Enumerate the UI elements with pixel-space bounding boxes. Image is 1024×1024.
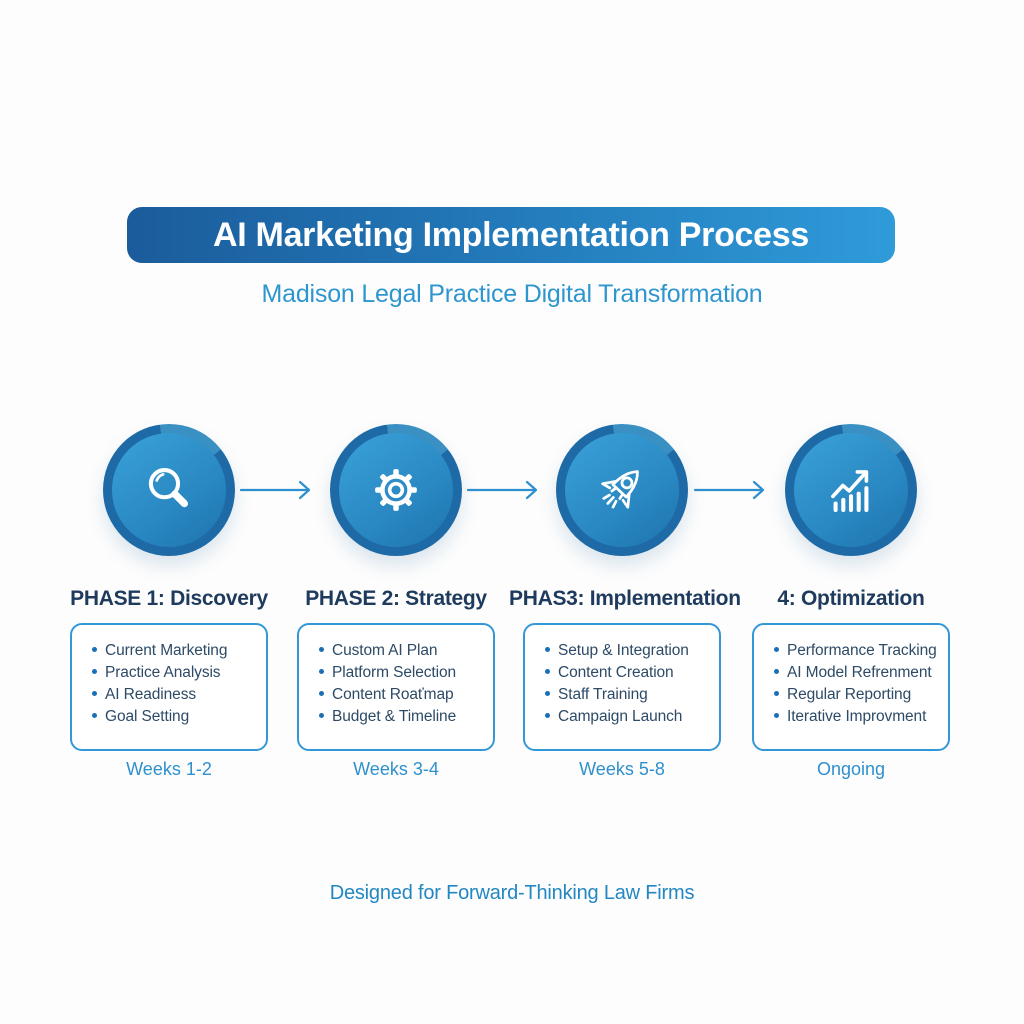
bullet-dot — [545, 713, 550, 718]
bullet-text: AI Readiness — [105, 686, 196, 703]
page-title: AI Marketing Implementation Process — [213, 215, 809, 254]
bullet-dot — [319, 691, 324, 696]
phase4-item-list: Performance Tracking AI Model Refrenment… — [774, 640, 944, 728]
arrow-right-icon — [694, 480, 765, 500]
phase1-item-list: Current Marketing Practice Analysis AI R… — [92, 640, 262, 728]
bullet-text: Goal Setting — [105, 708, 190, 725]
phase1-circle-inner — [112, 433, 226, 547]
magnifier-icon — [148, 468, 189, 508]
list-item: Regular Reporting — [774, 684, 944, 706]
bullet-dot — [545, 647, 550, 652]
phase2-column: PHASE 2: Strategy Custom AI Plan Platfor… — [283, 587, 509, 779]
bullet-dot — [92, 647, 97, 652]
bullet-text: Content Roaťmap — [332, 686, 454, 703]
phase2-circle — [330, 424, 462, 556]
bullet-text: Performance Tracking — [787, 642, 937, 659]
list-item: Staff Training — [545, 684, 715, 706]
phase1-circle — [103, 424, 235, 556]
list-item: Custom AI Plan — [319, 640, 489, 662]
list-item: Practice Analysis — [92, 662, 262, 684]
bullet-dot — [92, 713, 97, 718]
arrow-right-icon — [467, 480, 538, 500]
list-item: Current Marketing — [92, 640, 262, 662]
list-item: Budget & Timeline — [319, 706, 489, 728]
phase2-box: Custom AI Plan Platform Selection Conten… — [297, 623, 495, 751]
bullet-text: Current Marketing — [105, 642, 228, 659]
phase1-column: PHASE 1: Discovery Current Marketing Pra… — [56, 587, 282, 779]
phase3-box: Setup & Integration Content Creation Sta… — [523, 623, 721, 751]
bullet-dot — [774, 691, 779, 696]
phase2-header: PHASE 2: Strategy — [305, 587, 487, 610]
phase4-circle-inner — [794, 433, 908, 547]
bullet-dot — [319, 713, 324, 718]
bullet-dot — [319, 669, 324, 674]
list-item: Platform Selection — [319, 662, 489, 684]
list-item: Content Creation — [545, 662, 715, 684]
bullet-dot — [774, 713, 779, 718]
phase3-duration: Weeks 5-8 — [579, 759, 665, 779]
bullet-dot — [92, 669, 97, 674]
list-item: AI Readiness — [92, 684, 262, 706]
phase2-circle-inner — [339, 433, 453, 547]
phase2-item-list: Custom AI Plan Platform Selection Conten… — [319, 640, 489, 728]
phase4-header: 4: Optimization — [777, 587, 925, 610]
list-item: Setup & Integration — [545, 640, 715, 662]
phase1-duration: Weeks 1-2 — [126, 759, 212, 779]
bullet-text: AI Model Refrenment — [787, 664, 932, 681]
bullet-dot — [92, 691, 97, 696]
list-item: Content Roaťmap — [319, 684, 489, 706]
phase2-duration: Weeks 3-4 — [353, 759, 439, 779]
list-item: Campaign Launch — [545, 706, 715, 728]
phase1-box: Current Marketing Practice Analysis AI R… — [70, 623, 268, 751]
bullet-text: Budget & Timeline — [332, 708, 457, 725]
bullet-text: Platform Selection — [332, 664, 456, 681]
bullet-text: Iterative Improvment — [787, 708, 927, 725]
arrow-right-icon — [240, 480, 311, 500]
phase3-circle — [556, 424, 688, 556]
page-subtitle: Madison Legal Practice Digital Transform… — [261, 280, 763, 308]
bullet-text: Content Creation — [558, 664, 674, 681]
list-item: Iterative Improvment — [774, 706, 944, 728]
phase3-item-list: Setup & Integration Content Creation Sta… — [545, 640, 715, 728]
bullet-text: Campaign Launch — [558, 708, 683, 725]
footer-tagline: Designed for Forward-Thinking Law Firms — [329, 882, 695, 904]
phase4-circle — [785, 424, 917, 556]
phase1-header: PHASE 1: Discovery — [70, 587, 268, 610]
phase4-duration: Ongoing — [816, 759, 886, 779]
bullet-dot — [319, 647, 324, 652]
growth-chart-icon — [831, 470, 869, 512]
phase4-box: Performance Tracking AI Model Refrenment… — [752, 623, 950, 751]
list-item: Goal Setting — [92, 706, 262, 728]
gear-icon — [375, 469, 417, 511]
phase3-column: PHAS3: Implementation Setup & Integratio… — [509, 587, 741, 779]
list-item: AI Model Refrenment — [774, 662, 944, 684]
bullet-dot — [545, 691, 550, 696]
list-item: Performance Tracking — [774, 640, 944, 662]
bullet-text: Regular Reporting — [787, 686, 912, 703]
title-banner: AI Marketing Implementation Process — [127, 207, 895, 263]
bullet-dot — [774, 669, 779, 674]
bullet-text: Staff Training — [558, 686, 648, 703]
rocket-icon — [601, 470, 639, 509]
bullet-text: Setup & Integration — [558, 642, 689, 659]
phase3-circle-inner — [565, 433, 679, 547]
bullet-text: Custom AI Plan — [332, 642, 438, 659]
phase4-column: 4: Optimization Performance Tracking AI … — [738, 587, 964, 779]
bullet-text: Practice Analysis — [105, 664, 221, 681]
bullet-dot — [774, 647, 779, 652]
phase3-header: PHAS3: Implementation — [509, 587, 741, 610]
bullet-dot — [545, 669, 550, 674]
